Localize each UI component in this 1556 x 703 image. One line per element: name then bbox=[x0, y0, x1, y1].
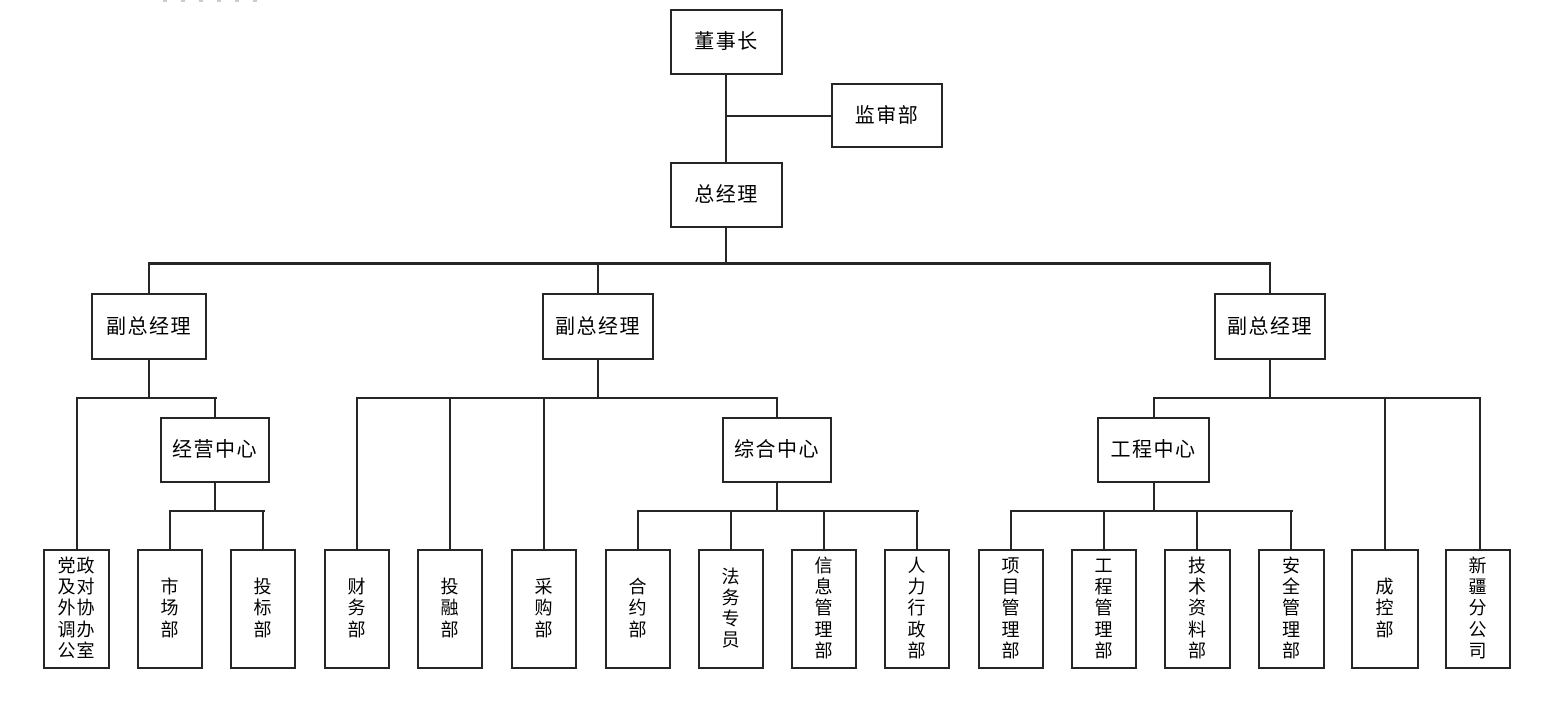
connector-line bbox=[637, 510, 639, 549]
node-project-mgmt-dept: 项 目 管 理 部 bbox=[978, 549, 1044, 669]
connector-line bbox=[1290, 510, 1292, 549]
connector-line bbox=[214, 397, 216, 418]
connector-line bbox=[1479, 397, 1481, 549]
connector-line bbox=[76, 397, 78, 549]
connector-line bbox=[449, 397, 451, 549]
node-eng-mgmt-dept: 工 程 管 理 部 bbox=[1071, 549, 1137, 669]
node-tech-data-dept: 技 术 资 料 部 bbox=[1164, 549, 1231, 669]
node-audit-dept: 监审部 bbox=[831, 83, 943, 148]
connector-line bbox=[1153, 397, 1481, 399]
connector-line bbox=[776, 397, 778, 418]
connector-line bbox=[169, 510, 171, 549]
connector-line bbox=[725, 74, 727, 162]
node-deputy-gm-right: 副总经理 bbox=[1214, 293, 1326, 360]
node-deputy-gm-middle: 副总经理 bbox=[542, 293, 654, 360]
connector-line bbox=[169, 510, 265, 512]
connector-line bbox=[1153, 483, 1155, 511]
node-engineering-center: 工程中心 bbox=[1097, 417, 1210, 483]
connector-line bbox=[1269, 360, 1271, 398]
node-xinjiang-branch: 新 疆 分 公 司 bbox=[1445, 549, 1511, 669]
connector-line bbox=[1153, 397, 1155, 418]
connector-line bbox=[148, 360, 150, 398]
connector-line bbox=[726, 115, 831, 117]
node-comprehensive-center: 综合中心 bbox=[722, 417, 832, 483]
node-chairman: 董事长 bbox=[670, 9, 783, 75]
connector-line bbox=[597, 263, 599, 294]
connector-line bbox=[356, 397, 778, 399]
connector-line bbox=[1196, 510, 1198, 549]
node-party-external-office: 党政 及对 外协 调办 公室 bbox=[43, 549, 110, 669]
node-general-manager: 总经理 bbox=[670, 162, 783, 228]
node-market-dept: 市 场 部 bbox=[137, 549, 203, 669]
node-deputy-gm-left: 副总经理 bbox=[91, 293, 207, 360]
node-bidding-dept: 投 标 部 bbox=[230, 549, 296, 669]
connector-line bbox=[148, 262, 1271, 265]
connector-line bbox=[1103, 510, 1105, 549]
connector-line bbox=[543, 397, 545, 549]
connector-line bbox=[262, 510, 264, 549]
node-investment-dept: 投 融 部 bbox=[417, 549, 483, 669]
node-business-center: 经营中心 bbox=[160, 417, 270, 483]
node-procurement-dept: 采 购 部 bbox=[511, 549, 577, 669]
node-legal-specialist: 法 务 专 员 bbox=[698, 549, 764, 669]
connector-line bbox=[148, 263, 150, 294]
connector-line bbox=[725, 228, 727, 264]
connector-line bbox=[916, 510, 918, 549]
node-safety-mgmt-dept: 安 全 管 理 部 bbox=[1258, 549, 1325, 669]
connector-line bbox=[214, 483, 216, 511]
connector-line bbox=[730, 510, 732, 549]
node-cost-control-dept: 成 控 部 bbox=[1351, 549, 1419, 669]
connector-line bbox=[1384, 397, 1386, 549]
node-info-mgmt-dept: 信 息 管 理 部 bbox=[791, 549, 857, 669]
connector-line bbox=[823, 510, 825, 549]
connector-line bbox=[1269, 263, 1271, 294]
connector-line bbox=[76, 397, 217, 399]
connector-line bbox=[356, 397, 358, 549]
node-contract-dept: 合 约 部 bbox=[605, 549, 671, 669]
clipped-text-artifact bbox=[163, 0, 258, 2]
node-hr-admin-dept: 人 力 行 政 部 bbox=[884, 549, 950, 669]
connector-line bbox=[597, 360, 599, 398]
connector-line bbox=[776, 483, 778, 511]
connector-line bbox=[637, 510, 919, 512]
connector-line bbox=[1010, 510, 1293, 512]
node-finance-dept: 财 务 部 bbox=[324, 549, 390, 669]
connector-line bbox=[1010, 510, 1012, 549]
